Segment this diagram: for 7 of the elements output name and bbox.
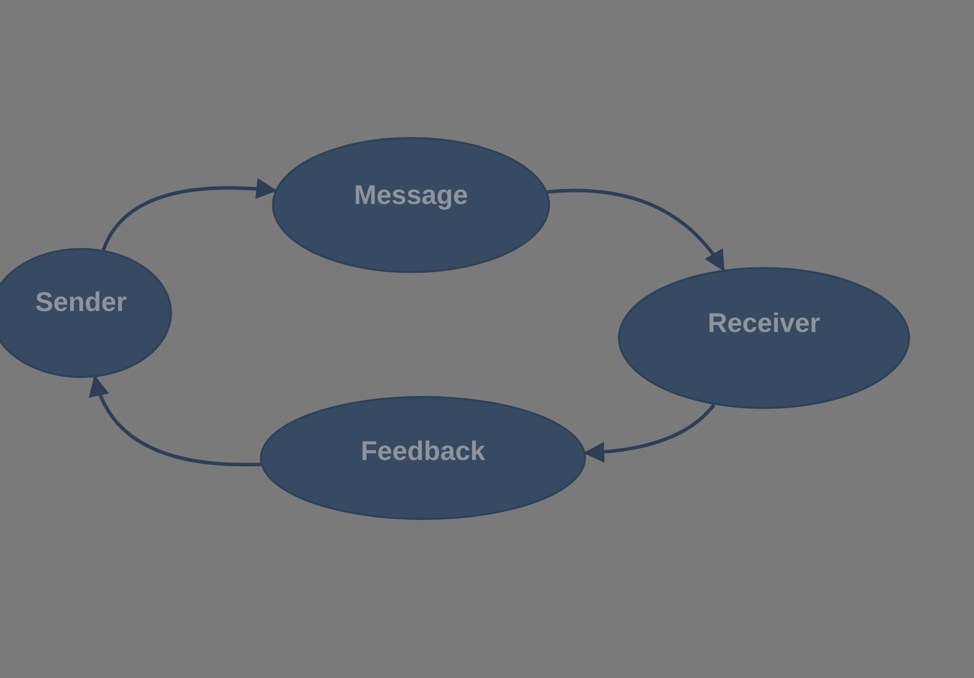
node-label: Receiver	[708, 308, 820, 338]
curved-arrow	[583, 404, 716, 462]
node-label: Sender	[35, 286, 127, 318]
node-label: Message	[354, 180, 468, 210]
node-label: Feedback	[360, 436, 486, 466]
curved-arrow	[547, 188, 725, 272]
curved-arrow	[90, 375, 261, 466]
